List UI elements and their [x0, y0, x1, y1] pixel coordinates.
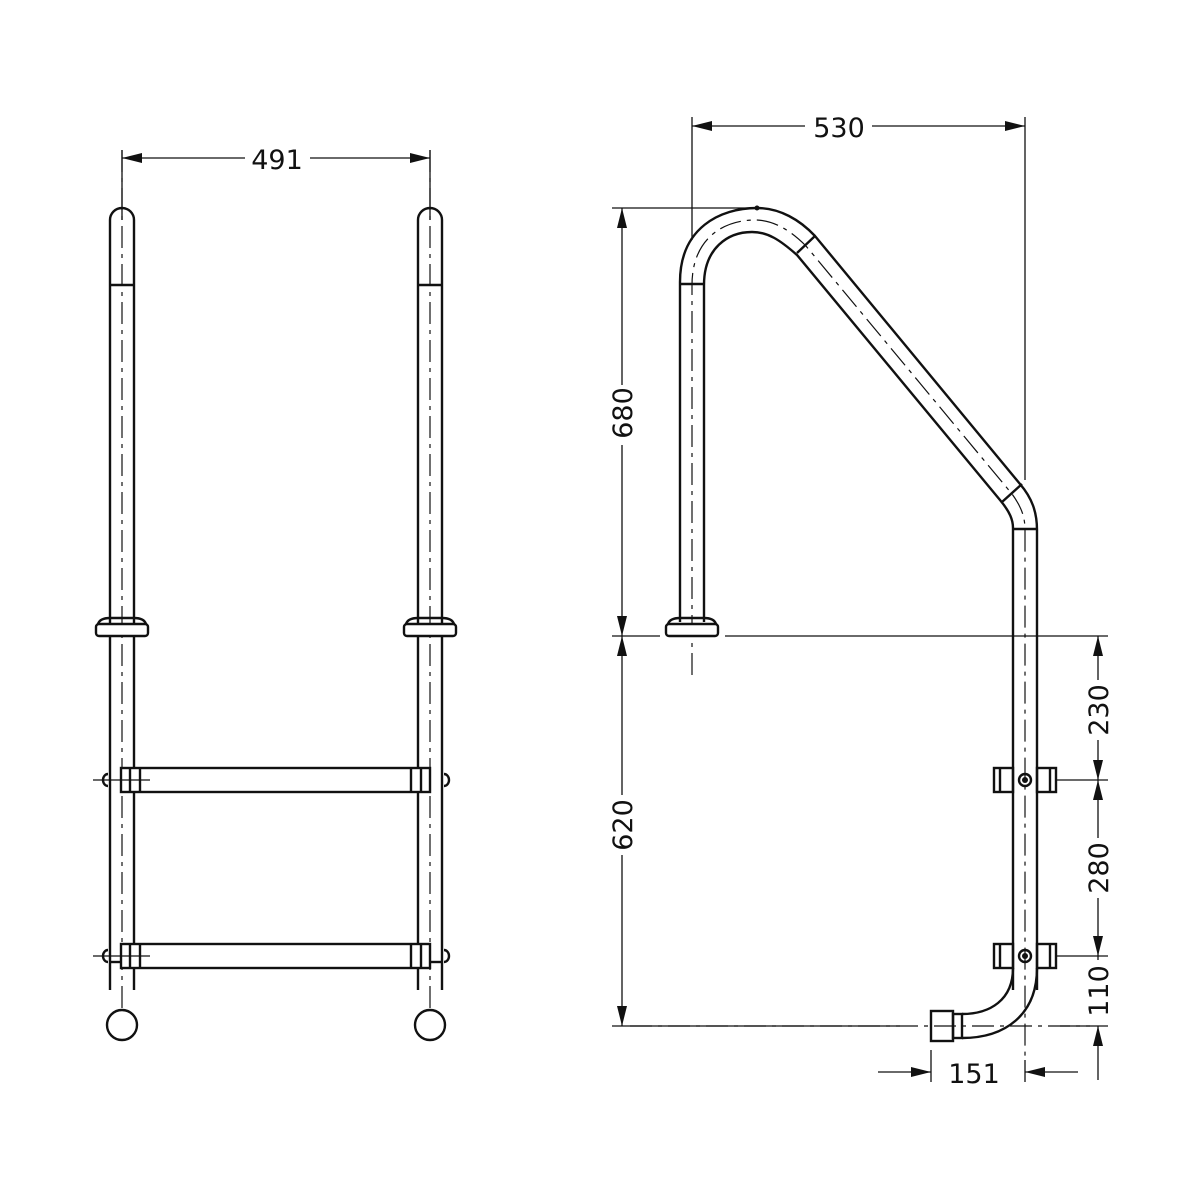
handrail: [664, 205, 1039, 1060]
side-view: 530 680 620 230: [608, 113, 1115, 1090]
dim-230-label: 230: [1084, 684, 1115, 736]
dimension-first-step: 230: [1056, 636, 1115, 781]
dimension-foot-offset: 151: [878, 1050, 1078, 1090]
dim-620-label: 620: [608, 799, 639, 851]
step-upper: [93, 766, 451, 794]
left-flange: [94, 622, 150, 638]
dimension-step-spacing: 280: [1056, 780, 1115, 957]
left-rail: [94, 150, 150, 1042]
dimension-front-width: 491: [121, 145, 431, 220]
bracket-upper: [992, 766, 1058, 794]
dimension-handrail-height: 680: [608, 207, 1108, 637]
side-flange: [664, 622, 720, 638]
dim-151-label: 151: [948, 1059, 1000, 1090]
dim-110-label: 110: [1084, 965, 1115, 1017]
dimension-ladder-depth: 620: [608, 636, 900, 1027]
dim-280-label: 280: [1084, 842, 1115, 894]
right-rail: [402, 150, 458, 1042]
step-lower: [93, 942, 451, 970]
left-foot: [105, 1008, 139, 1042]
right-foot: [413, 1008, 447, 1042]
dim-530-label: 530: [813, 113, 865, 144]
right-flange: [402, 622, 458, 638]
dim-491-label: 491: [251, 145, 303, 176]
front-view: 491: [93, 145, 458, 1042]
bottom-elbow: [630, 967, 1090, 1043]
dimension-side-width: 530: [691, 113, 1026, 480]
dimension-bottom-offset: 110: [1060, 956, 1115, 1080]
dim-680-label: 680: [608, 387, 639, 439]
